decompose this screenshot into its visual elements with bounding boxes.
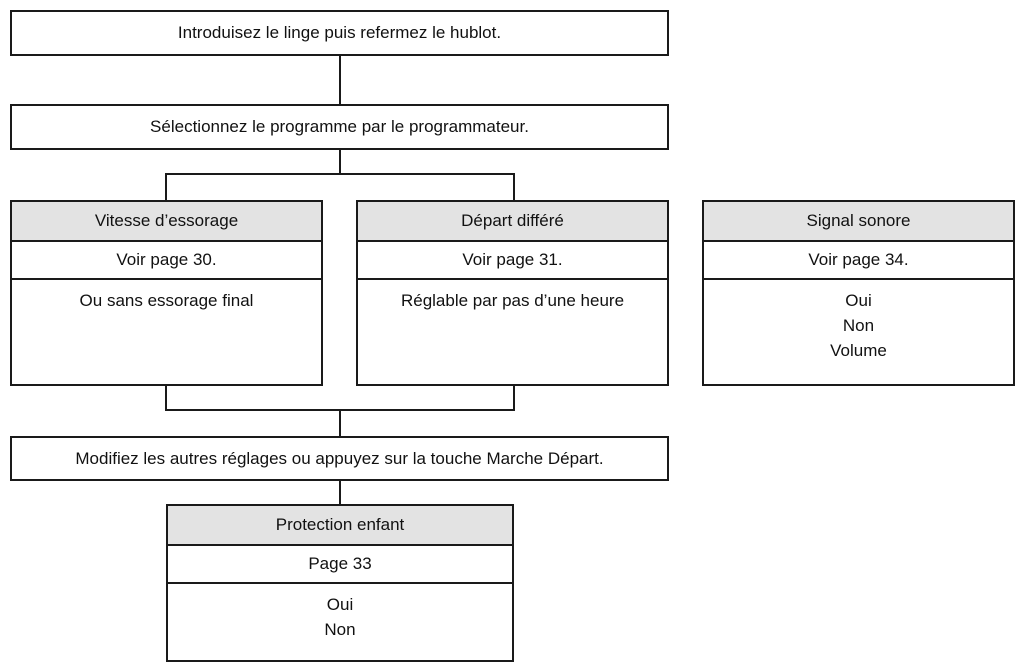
card-delayed-start-title: Départ différé xyxy=(358,202,667,242)
card-child-lock-ref: Page 33 xyxy=(168,546,512,584)
card-spin-speed-ref: Voir page 30. xyxy=(12,242,321,280)
option-item: Oui xyxy=(326,595,354,614)
card-spin-speed-options: Ou sans essorage final xyxy=(12,280,321,313)
option-item: Non xyxy=(324,620,356,639)
option-item: Non xyxy=(842,316,875,335)
step-load-laundry: Introduisez le linge puis refermez le hu… xyxy=(10,10,669,56)
option-item: Oui xyxy=(845,291,872,310)
step-load-laundry-text: Introduisez le linge puis refermez le hu… xyxy=(177,23,502,42)
card-sound-signal-options: Oui Non Volume xyxy=(704,280,1013,363)
card-child-lock-options: Oui Non xyxy=(168,584,512,642)
card-delayed-start-options: Réglable par pas d’une heure xyxy=(358,280,667,313)
step-modify-settings: Modifiez les autres réglages ou appuyez … xyxy=(10,436,669,481)
step-modify-settings-text: Modifiez les autres réglages ou appuyez … xyxy=(75,448,604,468)
card-delayed-start-ref: Voir page 31. xyxy=(358,242,667,280)
connector-merge-branch xyxy=(165,386,515,411)
card-sound-signal-ref: Voir page 34. xyxy=(704,242,1013,280)
card-child-lock: Protection enfant Page 33 Oui Non xyxy=(166,504,514,662)
option-item: Volume xyxy=(830,341,887,360)
card-delayed-start: Départ différé Voir page 31. Réglable pa… xyxy=(356,200,669,386)
card-sound-signal: Signal sonore Voir page 34. Oui Non Volu… xyxy=(702,200,1015,386)
card-spin-speed: Vitesse d’essorage Voir page 30. Ou sans… xyxy=(10,200,323,386)
option-item: Réglable par pas d’une heure xyxy=(400,291,625,310)
card-spin-speed-title: Vitesse d’essorage xyxy=(12,202,321,242)
option-item: Ou sans essorage final xyxy=(79,291,254,310)
connector-split-branch xyxy=(165,173,515,200)
step-select-program: Sélectionnez le programme par le program… xyxy=(10,104,669,150)
card-sound-signal-title: Signal sonore xyxy=(704,202,1013,242)
card-child-lock-title: Protection enfant xyxy=(168,506,512,546)
step-select-program-text: Sélectionnez le programme par le program… xyxy=(150,117,529,136)
